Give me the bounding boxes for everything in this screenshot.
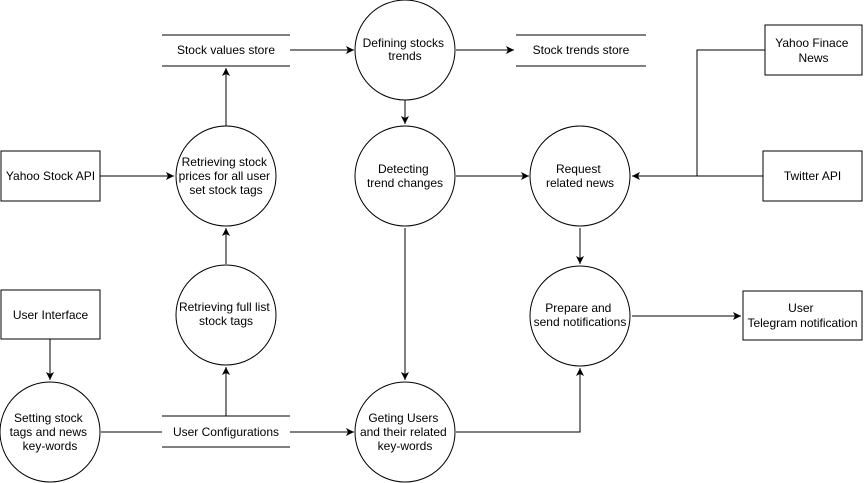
- user-configurations-label: User Configurations: [173, 425, 279, 439]
- process-getting-users[interactable]: Geting Users and their related key-words: [354, 381, 456, 483]
- data-store-stock-values[interactable]: Stock values store: [162, 34, 290, 67]
- edge-getting-users-to-prepare: [456, 368, 584, 433]
- process-retrieving-prices[interactable]: Retrieving stock prices for all user set…: [175, 125, 277, 227]
- yahoo-finance-news-label: Yahoo Finace News: [775, 36, 852, 65]
- process-retrieving-tags[interactable]: Retrieving full list stock tags: [175, 264, 277, 366]
- twitter-api-label: Twitter API: [784, 169, 841, 183]
- stock-values-store-label: Stock values store: [177, 43, 275, 57]
- data-store-user-configurations[interactable]: User Configurations: [162, 415, 290, 448]
- data-store-stock-trends[interactable]: Stock trends store: [516, 34, 646, 67]
- edge-yahoo-news-to-request-news: [696, 49, 765, 176]
- process-request-news[interactable]: Request related news: [529, 125, 631, 227]
- prepare-notifications-label: Prepare and send notifications: [534, 301, 627, 329]
- user-telegram-label: User Telegram notification: [747, 301, 857, 330]
- getting-users-label: Geting Users and their related key-words: [360, 411, 450, 453]
- process-defining-trends[interactable]: Defining stocks trends: [354, 0, 456, 101]
- process-detecting-changes[interactable]: Detecting trend changes: [354, 125, 456, 227]
- request-news-label: Request related news: [546, 162, 614, 190]
- external-entity-twitter-api[interactable]: Twitter API: [762, 150, 863, 202]
- defining-trends-label: Defining stocks trends: [363, 36, 448, 63]
- stock-trends-store-label: Stock trends store: [533, 43, 630, 57]
- retrieving-prices-label: Retrieving stock prices for all user set…: [179, 155, 274, 197]
- external-entity-user-telegram[interactable]: User Telegram notification: [742, 290, 863, 341]
- retrieving-tags-label: Retrieving full list stock tags: [179, 300, 273, 328]
- user-interface-label: User Interface: [13, 308, 89, 322]
- process-prepare-notifications[interactable]: Prepare and send notifications: [529, 265, 631, 367]
- edges: [46, 46, 765, 436]
- external-entity-yahoo-finance-news[interactable]: Yahoo Finace News: [764, 24, 863, 76]
- external-entity-user-interface[interactable]: User Interface: [0, 289, 101, 340]
- process-setting-tags[interactable]: Setting stock tags and news key-words: [0, 381, 101, 483]
- detecting-changes-label: Detecting trend changes: [367, 162, 443, 190]
- yahoo-stock-api-label: Yahoo Stock API: [6, 169, 95, 183]
- setting-tags-label: Setting stock tags and news key-words: [10, 411, 91, 453]
- external-entity-yahoo-stock-api[interactable]: Yahoo Stock API: [0, 150, 101, 202]
